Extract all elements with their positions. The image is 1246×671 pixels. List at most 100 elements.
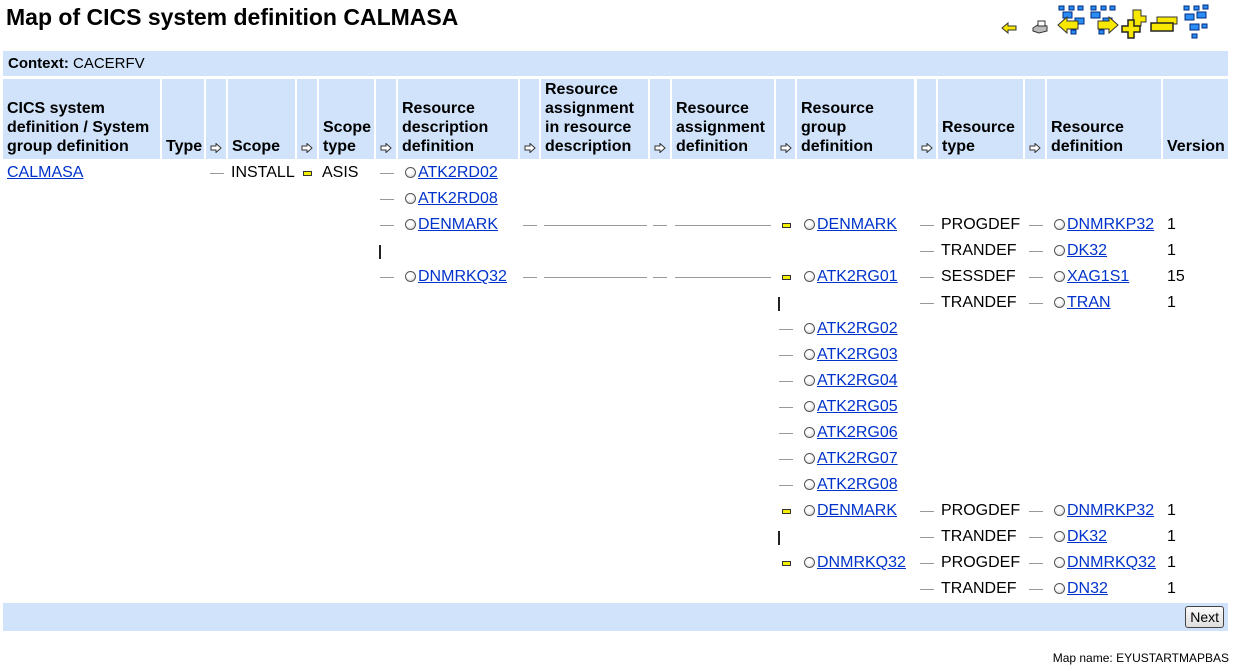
radio-circle-icon[interactable]	[405, 167, 416, 178]
resource-group-link[interactable]: ATK2RG06	[817, 424, 898, 441]
radio-circle-icon[interactable]	[405, 219, 416, 230]
arrow-right-icon	[1025, 79, 1045, 159]
resource-definition-link[interactable]: DN32	[1067, 580, 1108, 597]
resource-type: SESSDEF	[941, 268, 1016, 285]
radio-circle-icon[interactable]	[1054, 245, 1065, 256]
collapse-icon[interactable]	[782, 275, 791, 280]
radio-circle-icon[interactable]	[405, 271, 416, 282]
radio-circle-icon[interactable]	[804, 401, 815, 412]
resource-definition-link[interactable]: TRAN	[1067, 294, 1111, 311]
arrow-right-icon	[776, 79, 795, 159]
version-value: 1	[1167, 242, 1176, 259]
resource-definition-item: DNMRKP32	[1054, 215, 1154, 235]
radio-circle-icon[interactable]	[804, 479, 815, 490]
resource-definition-link[interactable]: DK32	[1067, 528, 1108, 545]
resource-definition-link[interactable]: DNMRKP32	[1067, 216, 1155, 233]
version-value: 1	[1167, 528, 1176, 545]
connector-line	[380, 199, 394, 200]
expand-all-icon[interactable]	[1121, 4, 1147, 40]
collapse-icon[interactable]	[782, 561, 791, 566]
resource-group-link[interactable]: ATK2RG02	[817, 320, 898, 337]
connector-line	[523, 225, 537, 226]
next-button[interactable]: Next	[1185, 606, 1224, 628]
radio-circle-icon[interactable]	[804, 557, 815, 568]
resource-group-link[interactable]: DENMARK	[817, 502, 898, 519]
scope-value: INSTALL	[231, 164, 295, 181]
resource-group-link[interactable]: ATK2RG05	[817, 398, 898, 415]
collapse-all-icon[interactable]	[1149, 4, 1179, 40]
page-title: Map of CICS system definition CALMASA	[6, 4, 459, 30]
col-header-resource-assignment-in-description: Resource assignment in resource descript…	[541, 79, 648, 159]
system-definition-link[interactable]: CALMASA	[7, 164, 84, 181]
back-icon[interactable]	[1001, 22, 1017, 34]
radio-circle-icon[interactable]	[804, 219, 815, 230]
resource-type: TRANDEF	[941, 294, 1017, 311]
resource-definition-link[interactable]: DK32	[1067, 242, 1108, 259]
resource-description-item: ATK2RD02	[405, 163, 498, 183]
resource-description-link[interactable]: DNMRKQ32	[418, 268, 507, 285]
collapse-icon[interactable]	[782, 223, 791, 228]
radio-circle-icon[interactable]	[405, 193, 416, 204]
map-right-icon[interactable]	[1089, 4, 1119, 40]
map-icon[interactable]	[1181, 4, 1211, 40]
radio-circle-icon[interactable]	[1054, 505, 1065, 516]
connector-line	[210, 173, 224, 174]
arrow-right-icon	[650, 79, 670, 159]
radio-circle-icon[interactable]	[804, 427, 815, 438]
connector-line	[1029, 511, 1043, 512]
resource-group-link[interactable]: ATK2RG07	[817, 450, 898, 467]
radio-circle-icon[interactable]	[1054, 557, 1065, 568]
resource-group-link[interactable]: ATK2RG03	[817, 346, 898, 363]
resource-group-item: DENMARK	[804, 215, 897, 235]
tree-branch-line	[778, 531, 780, 545]
resource-definition-link[interactable]: XAG1S1	[1067, 268, 1130, 285]
col-header-resource-description: Resource description definition	[398, 79, 518, 159]
connector-line	[779, 407, 793, 408]
resource-group-link[interactable]: ATK2RG04	[817, 372, 898, 389]
resource-description-link[interactable]: DENMARK	[418, 216, 499, 233]
col-header-resource-group: Resource group definition	[797, 79, 914, 159]
resource-definition-link[interactable]: DNMRKP32	[1067, 502, 1155, 519]
version-value: 1	[1167, 554, 1176, 571]
radio-circle-icon[interactable]	[804, 323, 815, 334]
arrow-right-icon	[917, 79, 936, 159]
radio-circle-icon[interactable]	[1054, 531, 1065, 542]
print-icon[interactable]	[1031, 20, 1049, 34]
connector-line	[779, 355, 793, 356]
resource-definition-item: DNMRKP32	[1054, 501, 1154, 521]
radio-circle-icon[interactable]	[1054, 583, 1065, 594]
connector-line	[779, 459, 793, 460]
connector-line	[1029, 251, 1043, 252]
arrow-right-icon	[520, 79, 539, 159]
resource-description-link[interactable]: ATK2RD02	[418, 164, 498, 181]
arrow-right-icon	[297, 79, 317, 159]
connector-line	[544, 225, 647, 226]
radio-circle-icon[interactable]	[804, 271, 815, 282]
connector-line	[653, 277, 667, 278]
map-left-icon[interactable]	[1057, 4, 1087, 40]
connector-line	[380, 225, 394, 226]
connector-line	[920, 511, 934, 512]
resource-group-link[interactable]: DNMRKQ32	[817, 554, 906, 571]
resource-description-item: DNMRKQ32	[405, 267, 507, 287]
resource-description-item: ATK2RD08	[405, 189, 498, 209]
resource-group-link[interactable]: ATK2RG08	[817, 476, 898, 493]
radio-circle-icon[interactable]	[1054, 219, 1065, 230]
connector-line	[779, 485, 793, 486]
radio-circle-icon[interactable]	[804, 349, 815, 360]
arrow-right-icon	[376, 79, 396, 159]
resource-description-link[interactable]: ATK2RD08	[418, 190, 498, 207]
resource-type: PROGDEF	[941, 216, 1021, 233]
radio-circle-icon[interactable]	[804, 505, 815, 516]
connector-line	[523, 277, 537, 278]
radio-circle-icon[interactable]	[804, 375, 815, 386]
radio-circle-icon[interactable]	[1054, 297, 1065, 308]
collapse-icon[interactable]	[782, 509, 791, 514]
collapse-icon[interactable]	[303, 171, 312, 176]
resource-definition-link[interactable]: DNMRKQ32	[1067, 554, 1156, 571]
radio-circle-icon[interactable]	[1054, 271, 1065, 282]
col-header-version: Version	[1163, 79, 1228, 159]
radio-circle-icon[interactable]	[804, 453, 815, 464]
resource-group-link[interactable]: DENMARK	[817, 216, 898, 233]
resource-group-link[interactable]: ATK2RG01	[817, 268, 898, 285]
